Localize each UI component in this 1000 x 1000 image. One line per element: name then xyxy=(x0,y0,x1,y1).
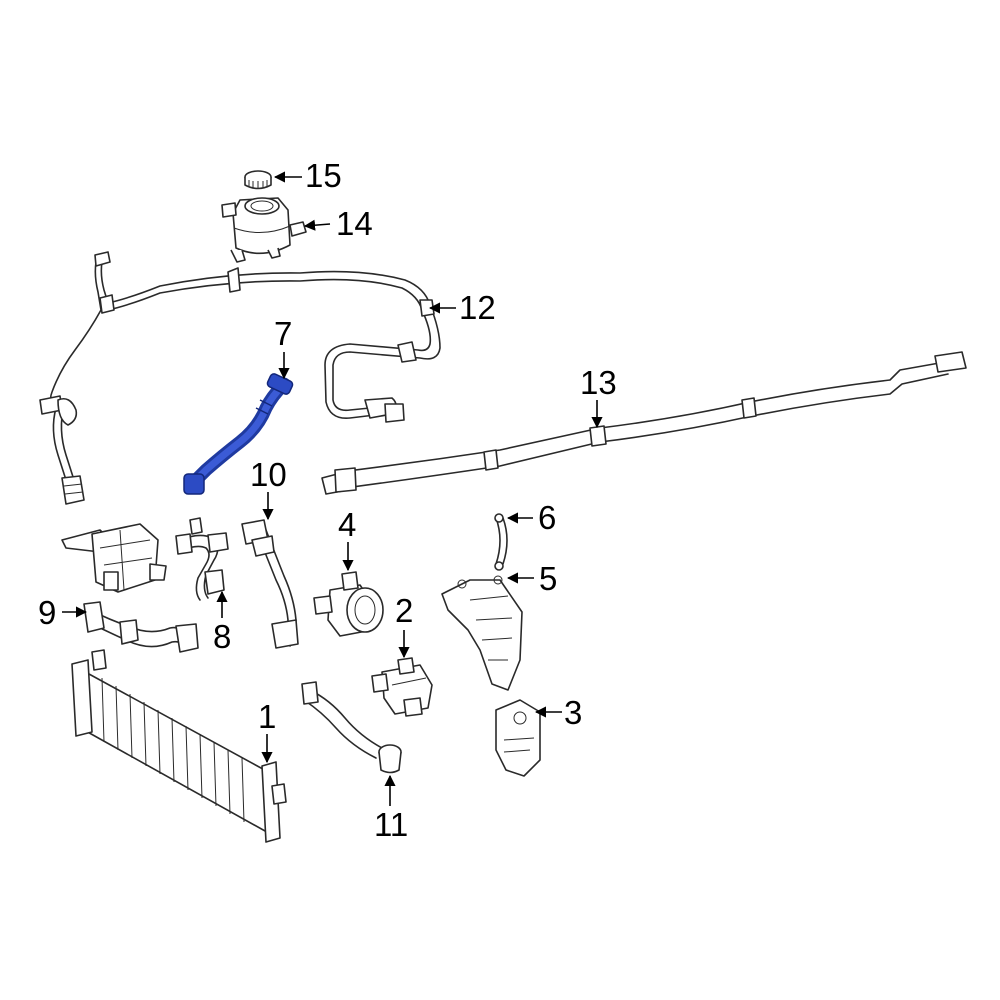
callout-14: 14 xyxy=(336,205,373,242)
coolant-hose-11[interactable] xyxy=(301,681,402,774)
callout-6: 6 xyxy=(538,499,556,536)
long-coolant-line[interactable] xyxy=(321,351,967,495)
callout-15: 15 xyxy=(305,157,342,194)
coolant-valve[interactable] xyxy=(371,657,433,717)
callout-7: 7 xyxy=(274,315,292,352)
small-bracket[interactable] xyxy=(494,513,508,571)
callout-9: 9 xyxy=(38,594,56,631)
callout-13: 13 xyxy=(580,364,617,401)
callout-10: 10 xyxy=(250,456,287,493)
callout-12: 12 xyxy=(459,289,496,326)
coolant-hose-10[interactable] xyxy=(241,519,299,649)
auxiliary-water-pump[interactable] xyxy=(313,571,384,637)
pump-module xyxy=(61,523,167,593)
callout-1: 1 xyxy=(258,698,276,735)
coolant-hose-8[interactable] xyxy=(175,517,229,601)
radiator[interactable] xyxy=(71,649,287,843)
callout-4: 4 xyxy=(338,506,356,543)
reservoir-cap[interactable] xyxy=(244,170,272,190)
callout-5: 5 xyxy=(539,560,557,597)
coolant-hose-highlighted[interactable] xyxy=(183,373,294,495)
callout-11: 11 xyxy=(374,806,408,843)
callout-labels: 15 14 12 13 7 10 6 5 4 8 9 2 3 1 11 xyxy=(38,157,617,843)
mounting-bracket[interactable] xyxy=(441,575,523,691)
upper-coolant-line[interactable] xyxy=(39,251,441,505)
coolant-hose-9[interactable] xyxy=(83,601,199,653)
expansion-tank[interactable] xyxy=(221,197,307,263)
sensor-module[interactable] xyxy=(495,699,541,777)
leader-lines xyxy=(62,171,603,806)
callout-3: 3 xyxy=(564,694,582,731)
callout-2: 2 xyxy=(395,592,413,629)
callout-8: 8 xyxy=(213,618,231,655)
